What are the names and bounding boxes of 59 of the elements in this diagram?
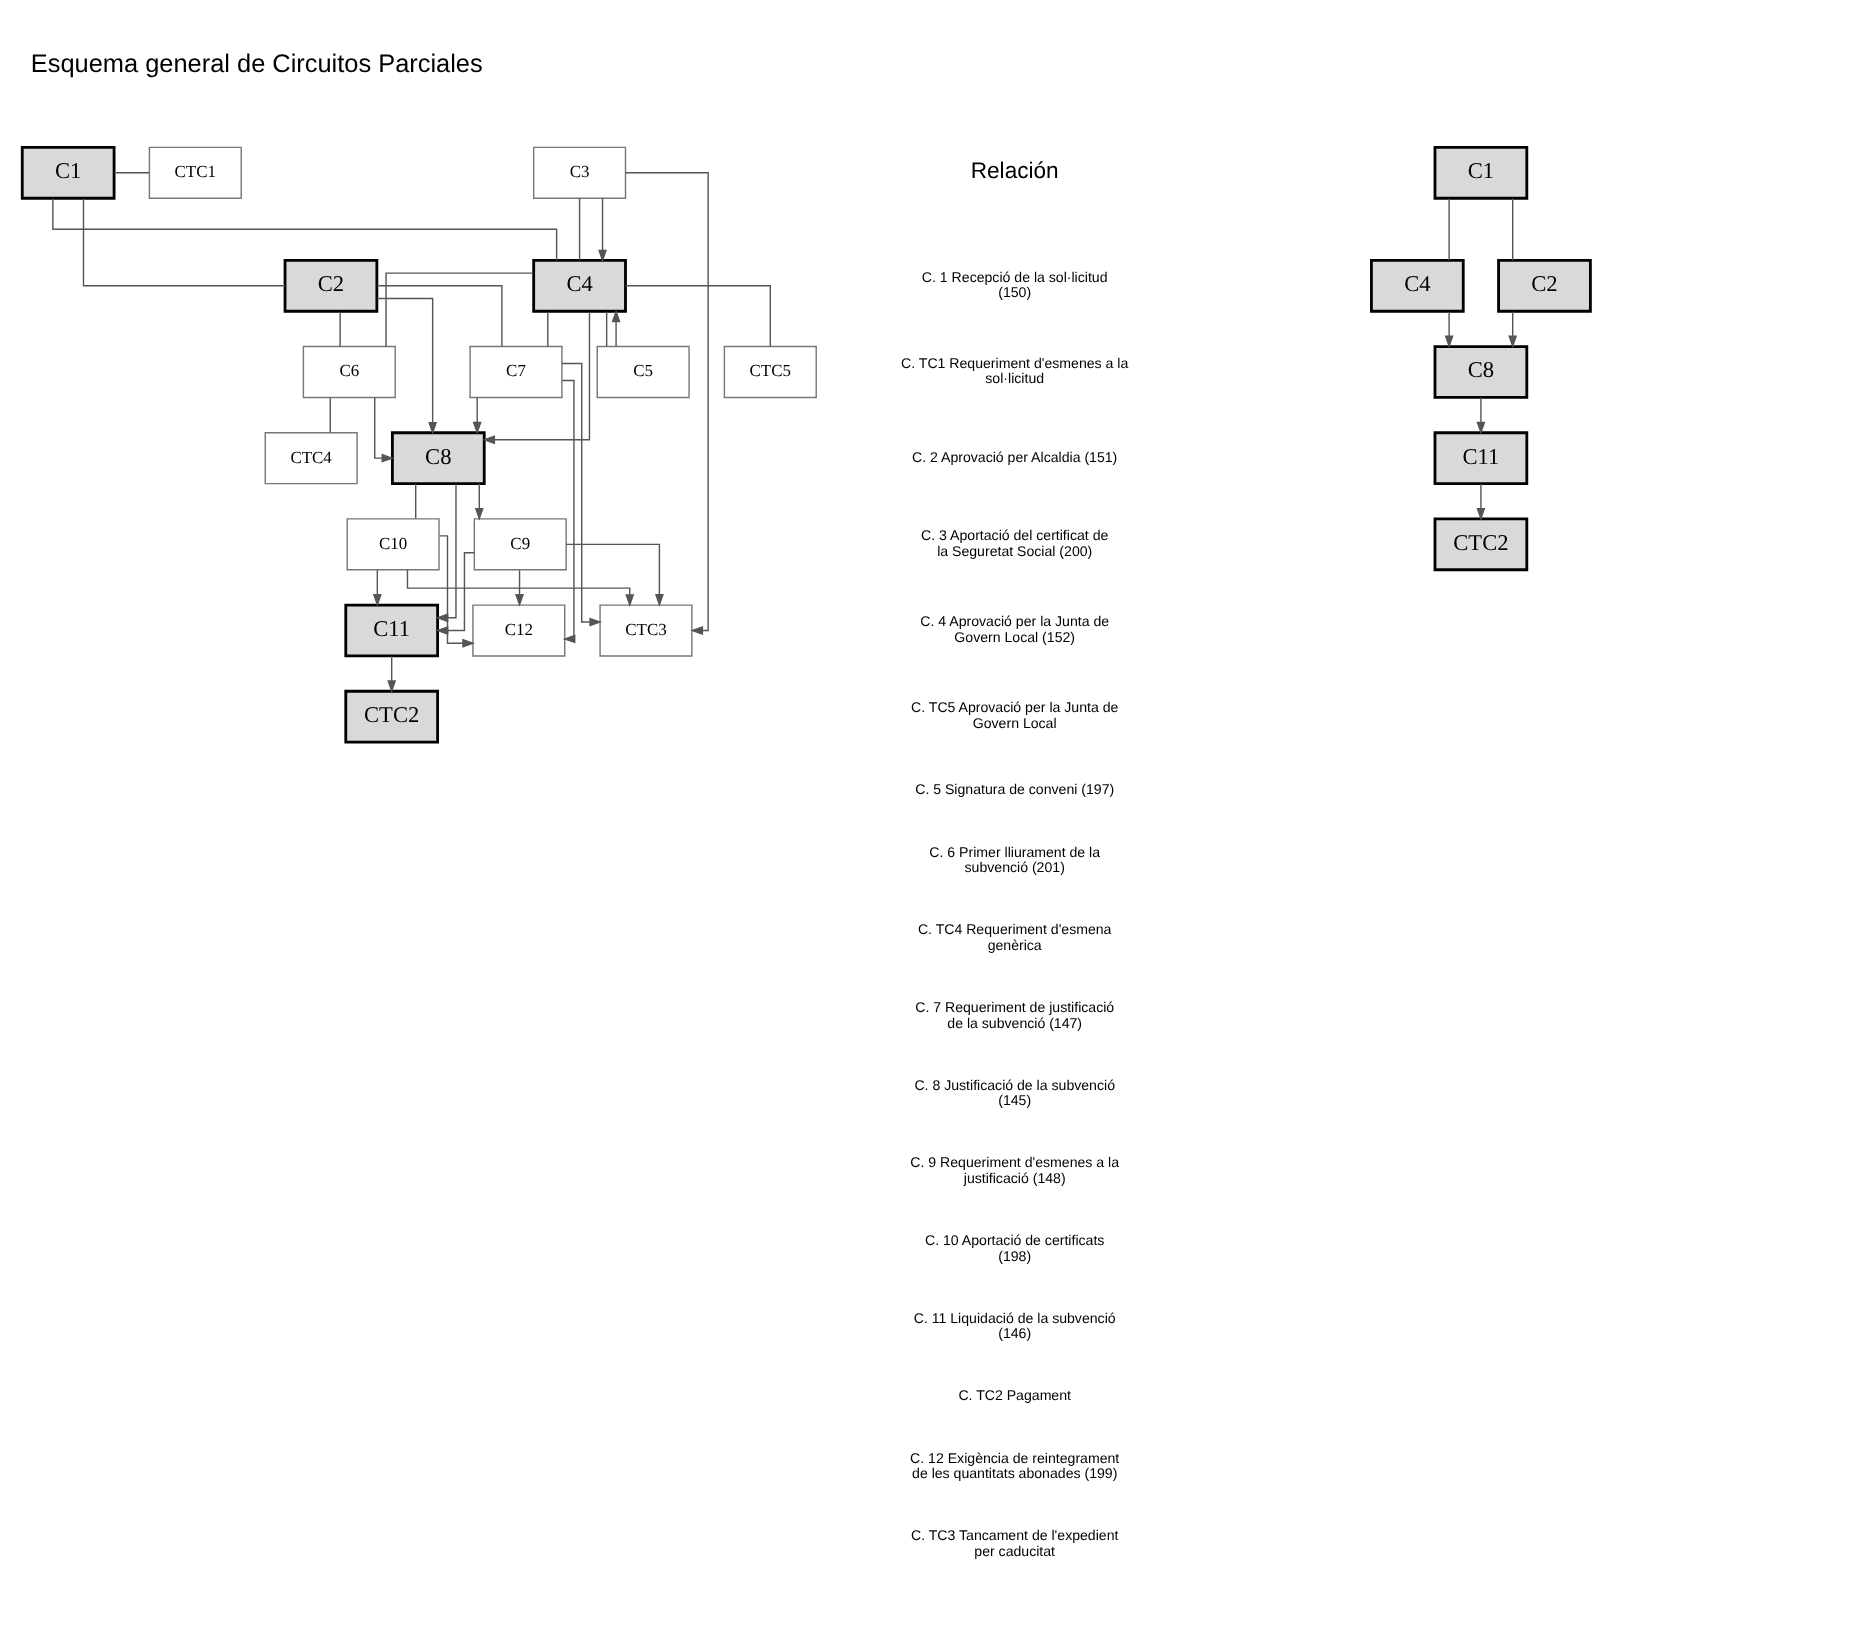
arrow [474, 483, 484, 521]
node-box: C1 [1433, 145, 1529, 200]
node-box: C1 [20, 145, 116, 200]
connector [329, 397, 331, 434]
node-box: C12 [472, 604, 566, 657]
arrow [1444, 310, 1454, 349]
node-box: CTC5 [723, 345, 817, 399]
connector [605, 310, 608, 347]
connector [547, 310, 549, 347]
node-box: C2 [1497, 258, 1592, 313]
node-box: C8 [391, 431, 486, 485]
connector [415, 483, 417, 520]
diagram-title: Esquema general de Circuitos Parciales [30, 47, 483, 78]
arrow [1476, 483, 1486, 521]
arrow [372, 569, 382, 607]
arrow [438, 535, 475, 648]
connector [376, 285, 503, 347]
arrow [598, 197, 607, 263]
arrow [374, 397, 395, 463]
arrow [561, 362, 603, 627]
arrow [472, 397, 482, 435]
connector [1512, 197, 1514, 261]
node-box: CTC2 [1433, 517, 1529, 572]
node-box: C5 [596, 345, 690, 399]
arrow [515, 569, 524, 607]
node-box: CTC4 [264, 432, 358, 485]
node-box: C4 [532, 258, 627, 313]
connector [625, 285, 771, 347]
node-box: C7 [469, 345, 563, 399]
connector [339, 310, 341, 347]
arrow [482, 311, 591, 445]
connector [82, 197, 286, 287]
arrow [565, 543, 664, 607]
connector [578, 197, 581, 261]
connector [52, 197, 558, 261]
arrow [624, 172, 709, 635]
node-box: C4 [1370, 258, 1465, 313]
connector [385, 272, 534, 348]
node-box: C6 [302, 345, 396, 399]
arrow [1476, 397, 1486, 435]
connector [113, 172, 150, 174]
label: Relación [970, 160, 1059, 185]
node-box: CTC2 [344, 689, 439, 744]
node-box: C11 [1433, 431, 1529, 485]
node-box: C8 [1433, 345, 1529, 399]
arrow [376, 297, 438, 435]
node-box: C11 [344, 603, 439, 658]
arrow [1508, 310, 1518, 349]
node-box: C9 [473, 518, 567, 571]
arrow [387, 655, 397, 693]
arrow [406, 569, 635, 608]
node-box: C10 [346, 518, 440, 571]
arrow [561, 379, 576, 644]
node-box: CTC3 [599, 604, 693, 657]
node-box: C3 [532, 146, 627, 199]
arrow [611, 309, 621, 347]
node-box: CTC1 [148, 146, 242, 199]
node-box: C2 [283, 258, 379, 313]
connector [1448, 197, 1450, 261]
